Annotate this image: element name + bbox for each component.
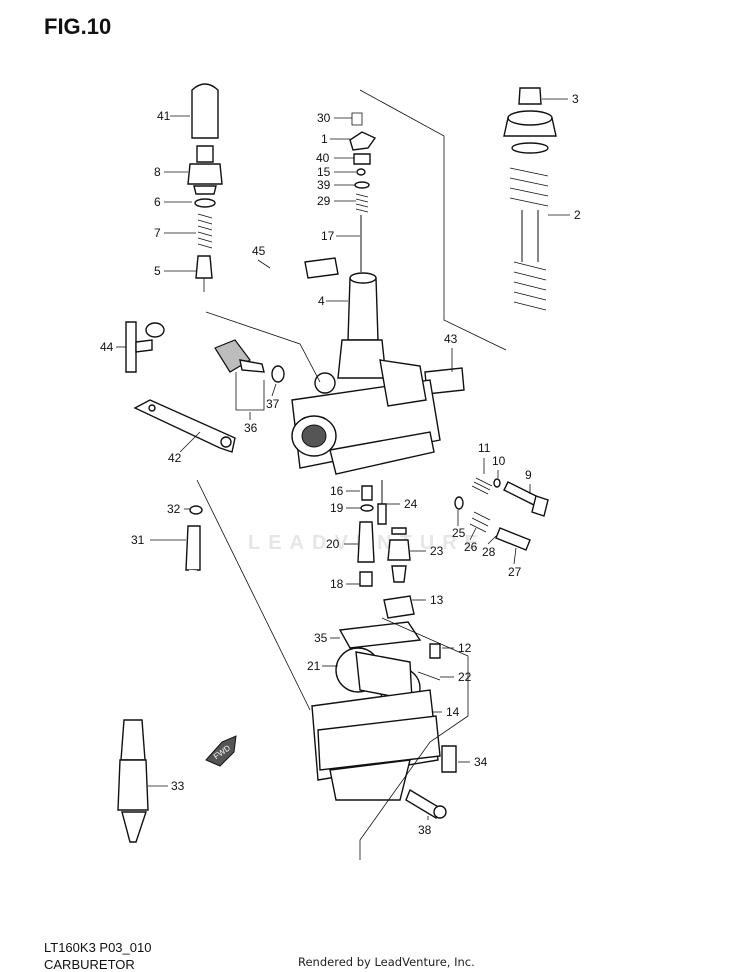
callout-label-8: 8 [154,165,161,179]
callout-label-10: 10 [492,454,506,468]
bracket-42 [133,399,236,453]
throttle-slide-stack [347,112,379,341]
callout-leader-45 [257,259,271,269]
callout-leader-42 [179,431,201,453]
fwd-arrow-icon: FWD [205,735,237,767]
callout-label-21: 21 [307,659,321,673]
callout-label-17: 17 [321,229,335,243]
callout-label-40: 40 [316,151,330,165]
callout-label-11: 11 [478,441,491,455]
callout-label-32: 32 [167,502,181,516]
callout-label-31: 31 [131,533,145,547]
carburetor-body [291,339,441,475]
callout-leader-27 [513,547,517,565]
callout-label-39: 39 [317,178,331,192]
callout-label-20: 20 [326,537,340,551]
callout-label-16: 16 [330,484,344,498]
callout-leader-37 [271,383,277,397]
callout-label-28: 28 [482,545,496,559]
carb-top-assembly [503,87,557,311]
float-bowl-assembly [311,595,457,820]
callout-label-14: 14 [446,705,460,719]
callout-label-22: 22 [458,670,472,684]
fuel-hose-31 [117,505,203,843]
callout-label-9: 9 [525,468,532,482]
callout-label-15: 15 [317,165,331,179]
section-name: CARBURETOR [44,957,135,972]
callout-label-3: 3 [572,92,579,106]
callout-label-37: 37 [266,397,280,411]
render-credit: Rendered by LeadVenture, Inc. [298,955,475,969]
callout-label-36: 36 [244,421,258,435]
callout-label-24: 24 [404,497,418,511]
callout-label-29: 29 [317,194,331,208]
callout-label-27: 27 [508,565,522,579]
callout-label-23: 23 [430,544,444,558]
callout-label-6: 6 [154,195,161,209]
callouts: 4186754544373642323133301401539291743243… [100,92,581,837]
callout-label-7: 7 [154,226,161,240]
callout-label-45: 45 [252,244,266,258]
callout-label-19: 19 [330,501,344,515]
choke-plunger-assembly [187,83,223,292]
callout-label-26: 26 [464,540,478,554]
callout-label-44: 44 [100,340,114,354]
callout-label-2: 2 [574,208,581,222]
assembly-lines [196,89,507,860]
callout-label-5: 5 [154,264,161,278]
t-fitting-44 [125,321,153,373]
callout-leader-28 [487,535,497,545]
air-screw-36 [214,339,285,411]
callout-label-41: 41 [157,109,171,123]
right-jets [454,477,549,551]
callout-label-13: 13 [430,593,444,607]
callout-leader-26 [469,527,477,541]
throttle-cable-45 [145,256,610,395]
figure-title: FIG.10 [44,14,112,39]
callout-label-18: 18 [330,577,344,591]
callout-label-4: 4 [318,294,325,308]
callout-label-35: 35 [314,631,328,645]
callout-label-42: 42 [168,451,182,465]
callout-label-12: 12 [458,641,472,655]
callout-label-30: 30 [317,111,331,125]
callout-label-25: 25 [452,526,466,540]
callout-label-43: 43 [444,332,458,346]
callout-label-33: 33 [171,779,185,793]
callout-label-34: 34 [474,755,488,769]
callout-label-1: 1 [321,132,328,146]
model-code: LT160K3 P03_010 [44,940,152,955]
callout-label-38: 38 [418,823,432,837]
main-jets [357,480,411,587]
